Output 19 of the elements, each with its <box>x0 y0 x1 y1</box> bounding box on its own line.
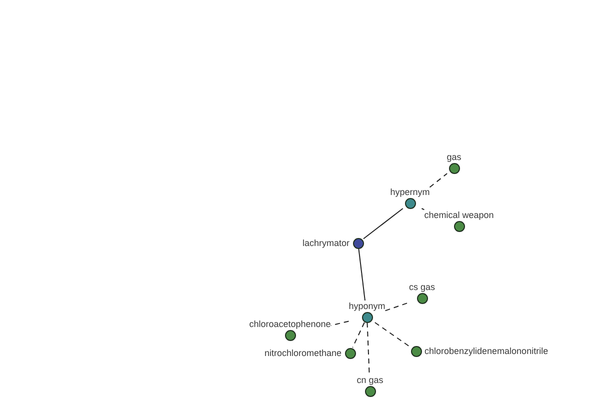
node-label: gas <box>446 152 462 162</box>
connector-line <box>363 208 404 240</box>
dashed-connector <box>384 302 410 312</box>
node-label: hyponym <box>348 300 386 310</box>
dashed-connector <box>374 322 411 348</box>
node-label: cn gas <box>356 374 384 384</box>
dashed-connector <box>429 173 448 188</box>
connector-line <box>358 248 366 301</box>
node-label: cs gas <box>409 282 436 292</box>
dashed-connector <box>421 208 425 210</box>
dashed-connector <box>352 322 365 348</box>
dashed-connector <box>366 322 370 375</box>
node-label: hypernym <box>390 186 430 196</box>
node-label: lachrymator <box>302 238 350 248</box>
node-label: nitrochloromethane <box>264 348 342 358</box>
node-label: chloroacetophenone <box>249 318 331 328</box>
dashed-connector <box>330 320 350 326</box>
node-label: chemical weapon <box>424 210 494 220</box>
node-label: chlorobenzylidenemalononitrile <box>424 346 548 356</box>
